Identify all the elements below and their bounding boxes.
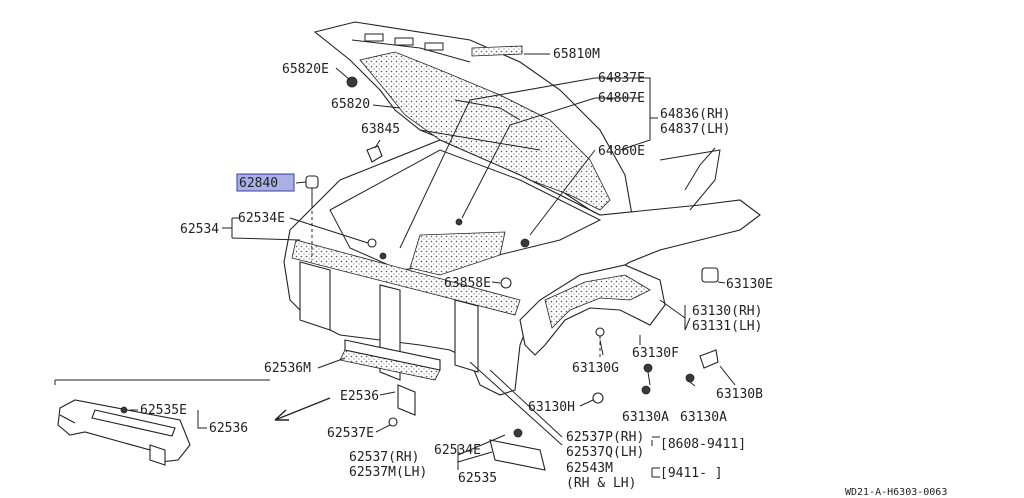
hood-vent	[471, 45, 523, 57]
label-63858E: 63858E	[444, 276, 491, 291]
label-62840[interactable]: 62840	[239, 176, 278, 191]
label-63130B: 63130B	[716, 387, 763, 402]
inset-detail	[54, 379, 331, 466]
label-62537Q: 62537Q(LH)	[566, 445, 644, 460]
label-64837LH: 64837(LH)	[660, 122, 730, 137]
engine-bay	[329, 149, 602, 271]
label-63130F: 63130F	[632, 346, 679, 361]
label-62537MLH: 62537M(LH)	[349, 465, 427, 480]
label-63130A-right: 63130A	[680, 410, 727, 425]
label-63845: 63845	[361, 122, 400, 137]
label-62534: 62534	[180, 222, 219, 237]
label-62537E: 62537E	[327, 426, 374, 441]
label-62536-inset: 62536	[209, 421, 248, 436]
label-62543M: 62543M	[566, 461, 613, 476]
label-62535E: 62535E	[140, 403, 187, 418]
label-range-8608-9411: [8608-9411]	[660, 437, 746, 452]
label-63130A-left: 63130A	[622, 410, 669, 425]
label-range-9411: [9411- ]	[660, 466, 723, 481]
label-62534E: 62534E	[238, 211, 285, 226]
label-62535: 62535	[458, 471, 497, 486]
front-lower-panel	[339, 339, 441, 381]
label-65820: 65820	[331, 97, 370, 112]
fasteners	[305, 76, 719, 471]
label-E2536: E2536	[340, 389, 379, 404]
label-rh-lh: (RH & LH)	[566, 476, 636, 491]
label-63130RH: 63130(RH)	[692, 304, 762, 319]
label-64837E: 64837E	[598, 71, 645, 86]
leader-lines	[130, 53, 736, 478]
labels: 65810M 65820E 65820 64837E 64807E 64836(…	[140, 47, 947, 498]
hood	[313, 21, 633, 226]
label-64860E: 64860E	[598, 144, 645, 159]
label-65810M: 65810M	[553, 47, 600, 62]
label-62536M: 62536M	[264, 361, 311, 376]
highlight-62840	[236, 173, 295, 192]
label-62537RH: 62537(RH)	[349, 450, 419, 465]
label-62534E-bottom: 62534E	[434, 443, 481, 458]
footer-code: WD21-A-H6303-0063	[845, 487, 947, 498]
label-63130H: 63130H	[528, 400, 575, 415]
label-65820E: 65820E	[282, 62, 329, 77]
label-64807E: 64807E	[598, 91, 645, 106]
label-63130E: 63130E	[726, 277, 773, 292]
fender-liner	[519, 264, 666, 356]
label-62537P: 62537P(RH)	[566, 430, 644, 445]
label-63131LH: 63131(LH)	[692, 319, 762, 334]
label-63130G: 63130G	[572, 361, 619, 376]
label-64836RH: 64836(RH)	[660, 107, 730, 122]
